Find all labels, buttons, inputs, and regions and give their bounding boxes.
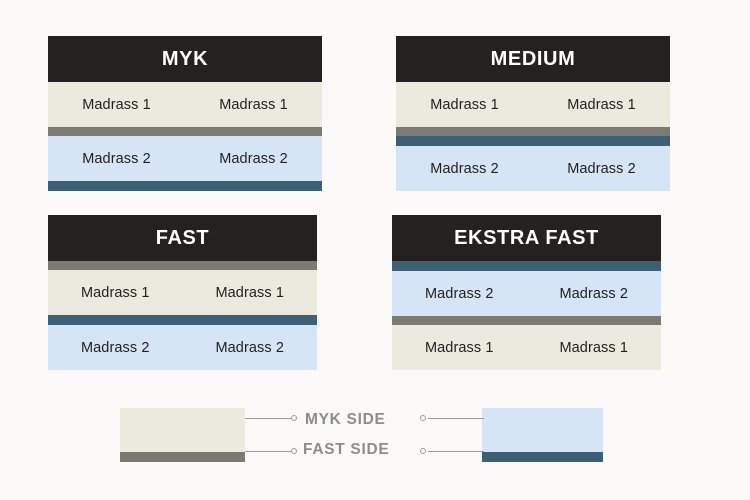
legend-label-myk-side: MYK SIDE: [305, 411, 386, 428]
panel-ekstra-fast-title: EKSTRA FAST: [392, 215, 661, 261]
connector-line-myk-left: [245, 418, 293, 419]
panel-myk-title: MYK: [48, 36, 322, 82]
panel-medium: MEDIUM Madrass 1 Madrass 1 Madrass 2 Mad…: [396, 36, 670, 191]
legend-bar-blue: [482, 452, 603, 462]
divider-bar-gray: [396, 127, 670, 136]
divider-bar-blue: [392, 261, 661, 271]
connector-dot-myk-right: [420, 415, 426, 421]
cell-label: Madrass 2: [567, 160, 636, 177]
cell-label: Madrass 1: [567, 96, 636, 113]
cell-label: Madrass 1: [430, 96, 499, 113]
connector-line-myk-right: [428, 418, 484, 419]
divider-bar-gray: [48, 261, 317, 270]
legend-label-fast-side: FAST SIDE: [303, 441, 390, 458]
connector-dot-fast-left: [291, 448, 297, 454]
panel-fast-row-2: Madrass 2 Madrass 2: [48, 325, 317, 370]
legend-fill-beige: [120, 408, 245, 452]
panel-myk: MYK Madrass 1 Madrass 1 Madrass 2 Madras…: [48, 36, 322, 191]
cell-label: Madrass 2: [80, 339, 150, 356]
divider-bar-blue: [396, 136, 670, 146]
panel-ekstra-fast-row-1: Madrass 2 Madrass 2: [392, 271, 661, 316]
panel-fast-row-1: Madrass 1 Madrass 1: [48, 270, 317, 315]
panel-ekstra-fast-row-2: Madrass 1 Madrass 1: [392, 325, 661, 370]
cell-label: Madrass 2: [219, 150, 288, 167]
cell-label: Madrass 2: [430, 160, 499, 177]
cell-label: Madrass 1: [424, 339, 494, 356]
cell-label: Madrass 2: [559, 285, 629, 302]
cell-label: Madrass 1: [219, 96, 288, 113]
cell-label: Madrass 1: [82, 96, 151, 113]
divider-bar-blue: [48, 181, 322, 191]
divider-bar-gray: [392, 316, 661, 325]
panel-myk-row-1: Madrass 1 Madrass 1: [48, 82, 322, 127]
connector-line-fast-left: [245, 451, 293, 452]
panel-medium-title: MEDIUM: [396, 36, 670, 82]
cell-label: Madrass 1: [80, 284, 150, 301]
panel-medium-row-1: Madrass 1 Madrass 1: [396, 82, 670, 127]
cell-label: Madrass 2: [82, 150, 151, 167]
connector-dot-fast-right: [420, 448, 426, 454]
divider-bar-blue: [48, 315, 317, 325]
panel-myk-row-2: Madrass 2 Madrass 2: [48, 136, 322, 181]
legend-fill-blue: [482, 408, 603, 452]
legend-swatch-myk: [120, 408, 245, 462]
cell-label: Madrass 1: [559, 339, 629, 356]
legend-bar-gray: [120, 452, 245, 462]
cell-label: Madrass 1: [215, 284, 285, 301]
cell-label: Madrass 2: [215, 339, 285, 356]
panel-fast: FAST Madrass 1 Madrass 1 Madrass 2 Madra…: [48, 215, 317, 370]
panel-medium-row-2: Madrass 2 Madrass 2: [396, 146, 670, 191]
connector-line-fast-right: [428, 451, 484, 452]
legend-swatch-fast: [482, 408, 603, 462]
divider-bar-gray: [48, 127, 322, 136]
panel-ekstra-fast: EKSTRA FAST Madrass 2 Madrass 2 Madrass …: [392, 215, 661, 370]
cell-label: Madrass 2: [424, 285, 494, 302]
connector-dot-myk-left: [291, 415, 297, 421]
panel-fast-title: FAST: [48, 215, 317, 261]
